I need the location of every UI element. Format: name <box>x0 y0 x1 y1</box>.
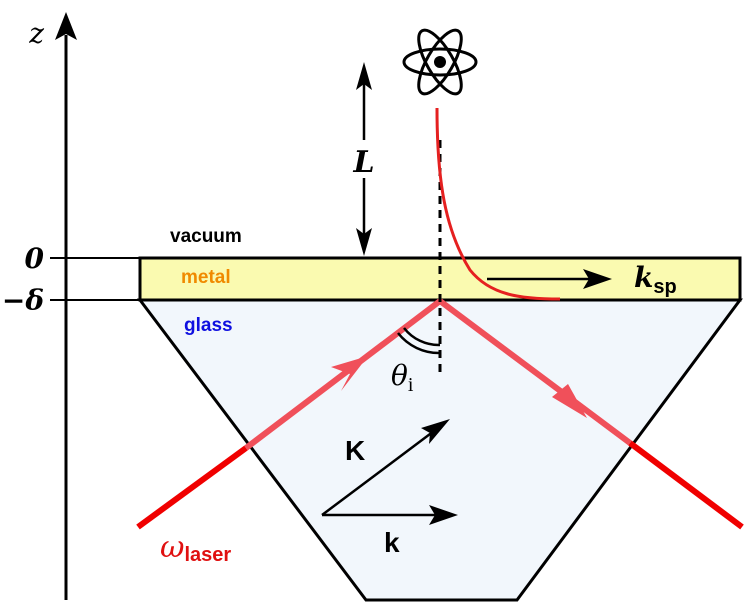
k-vector-arrowhead <box>429 505 458 525</box>
distance-arrow-bottom <box>356 228 372 256</box>
incident-beam-outside <box>136 445 248 530</box>
theta-label: θi <box>391 359 414 396</box>
tick-zero-label: 0 <box>25 242 45 275</box>
evanescent-decay-curve <box>435 107 561 301</box>
K-label: K <box>345 435 365 466</box>
z-axis-arrowhead <box>55 12 77 40</box>
k-sp-label: ksp <box>634 261 677 298</box>
distance-label-backdrop <box>346 140 382 178</box>
glass-label: glass <box>184 315 233 336</box>
metal-label: metal <box>181 267 231 288</box>
incident-beam-in-glass <box>244 298 442 451</box>
z-axis-label: z <box>28 17 44 50</box>
reflected-beam-in-glass <box>438 298 632 446</box>
omega-laser-label: ωlaser <box>160 530 231 566</box>
k-sp-arrowhead <box>583 269 612 289</box>
distance-arrow-top <box>356 62 372 90</box>
incident-beam-arrowhead <box>331 356 368 391</box>
K-vector-arrowhead <box>421 419 450 444</box>
k-label: k <box>384 527 400 558</box>
distance-label: L <box>352 145 374 180</box>
reflected-beam-outside <box>628 440 744 530</box>
K-vector <box>321 427 439 516</box>
atom-icon <box>402 28 478 96</box>
vacuum-label: vacuum <box>170 226 242 247</box>
angle-arc-inner <box>403 327 441 347</box>
metal-slab <box>138 256 742 302</box>
tick-delta-label: −δ <box>2 284 44 317</box>
reflected-beam-arrowhead <box>552 384 587 418</box>
angle-arc-outer <box>397 332 441 355</box>
